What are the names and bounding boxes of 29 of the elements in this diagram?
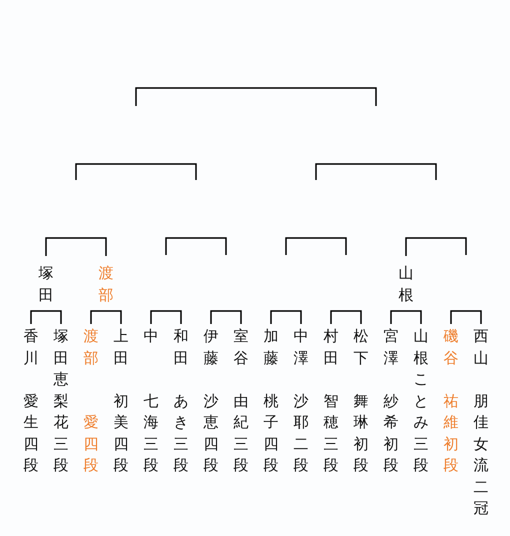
player-name: 塚田: [38, 256, 54, 306]
player-name: 磯谷 祐維 初段: [443, 324, 459, 476]
player-name: 中 七海 三段: [143, 324, 159, 476]
bracket-line: [45, 237, 107, 256]
player-name: 山根: [398, 256, 414, 306]
player-name: 村田 智穂 三段: [323, 324, 339, 476]
bracket-line: [270, 310, 302, 324]
player-name: 塚田 恵梨花 三段: [53, 324, 69, 476]
bracket-line: [150, 310, 182, 324]
player-name: 宮澤 紗希 初段: [383, 324, 399, 476]
bracket-line: [90, 310, 122, 324]
bracket-line: [450, 310, 482, 324]
bracket-line: [30, 310, 62, 324]
bracket-line: [330, 310, 362, 324]
player-name: 西山 朋佳 女流二冠: [473, 324, 489, 520]
bracket-line: [210, 310, 242, 324]
player-name: 山根 ことみ 三段: [413, 324, 429, 476]
bracket-line: [405, 237, 467, 256]
player-name: 渡部 愛 四段: [83, 324, 99, 476]
player-name: 渡部: [98, 256, 114, 306]
player-name: 松下 舞琳 初段: [353, 324, 369, 476]
player-name: 中澤 沙耶 二段: [293, 324, 309, 476]
player-name: 香川 愛生 四段: [23, 324, 39, 476]
player-name: 和田 あき 三段: [173, 324, 189, 476]
player-name: 伊藤 沙恵 四段: [203, 324, 219, 476]
player-name: 加藤 桃子 四段: [263, 324, 279, 476]
bracket-line: [390, 310, 422, 324]
player-name: 上田 初美 四段: [113, 324, 129, 476]
player-name: 室谷 由紀 三段: [233, 324, 249, 476]
